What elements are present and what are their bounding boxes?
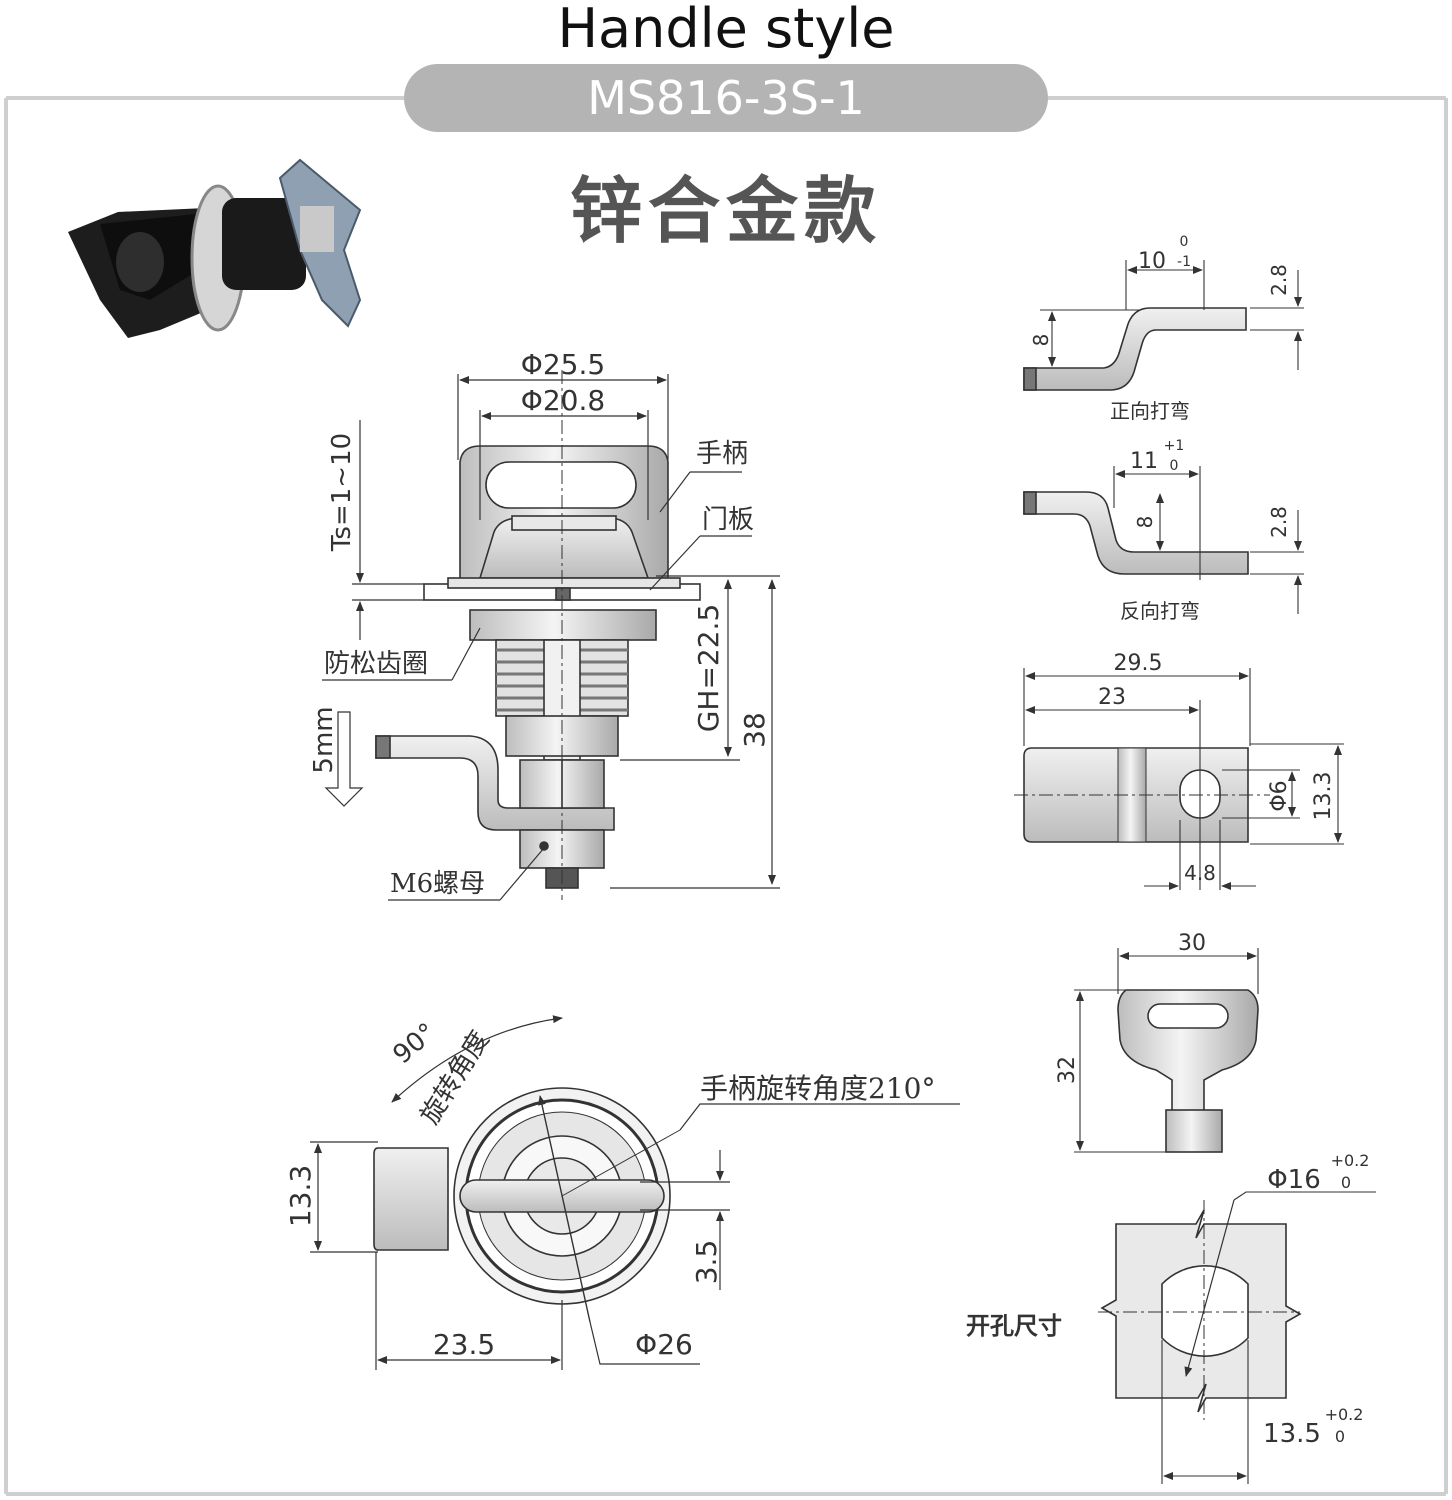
label-handle: 手柄 — [696, 439, 748, 469]
cutout-dia-tol-upper: +0.2 — [1331, 1151, 1370, 1170]
cutout-label: 开孔尺寸 — [966, 1312, 1062, 1340]
cam-plan-to-hole: 23 — [1098, 685, 1126, 710]
cam-plan-dimensions — [1023, 668, 1344, 890]
dim-dia-outer: Φ25.5 — [521, 348, 605, 381]
dim-travel: 5mm — [309, 706, 339, 773]
dim-gh: GH=22.5 — [692, 604, 725, 733]
key-dimensions — [1074, 948, 1259, 1153]
cam-fwd-thickness: 2.8 — [1267, 264, 1291, 296]
cam-fwd-length: 10 — [1138, 249, 1166, 274]
cam-reverse-dimensions — [1113, 466, 1304, 614]
cam-rev-tol-lower: 0 — [1170, 458, 1179, 474]
dim-front-width: 23.5 — [433, 1328, 495, 1361]
main-side-view — [375, 370, 701, 900]
dim-ts: Ts=1~10 — [327, 433, 357, 552]
cam-rev-height: 8 — [1133, 516, 1157, 529]
label-door: 门板 — [702, 505, 754, 535]
model-badge — [404, 64, 1048, 132]
cutout-dimensions — [1161, 1191, 1376, 1484]
page-title: Handle style — [557, 0, 895, 60]
label-washer: 防松齿圈 — [324, 649, 428, 679]
cam-plan-total: 29.5 — [1114, 651, 1163, 676]
cam-fwd-tol-lower: -1 — [1177, 254, 1191, 270]
cutout-view — [1098, 1199, 1302, 1420]
cam-plan-view — [1014, 747, 1270, 843]
cam-forward-bend — [1023, 307, 1247, 391]
cam-plan-width: 13.3 — [1311, 772, 1336, 821]
cam-fwd-caption: 正向打弯 — [1110, 399, 1190, 423]
main-view-labels: Φ25.5 Φ20.8 Ts=1~10 GH=22.5 38 5mm 手柄 门板… — [309, 348, 771, 899]
cam-plan-hole-dia: Φ6 — [1267, 780, 1292, 811]
model-number: MS816-3S-1 — [587, 71, 865, 125]
cam-rev-thickness: 2.8 — [1267, 506, 1291, 538]
dim-dia-inner: Φ20.8 — [521, 384, 605, 417]
dim-front-height: 13.3 — [284, 1165, 317, 1227]
cam-reverse-bend — [1023, 491, 1249, 575]
dim-angle: 90° — [388, 1018, 443, 1071]
cam-forward-labels: 10 0 -1 2.8 8 正向打弯 — [1029, 234, 1291, 423]
dim-total-height: 38 — [738, 712, 771, 748]
cutout-labels: 开孔尺寸 Φ16 +0.2 0 13.5 +0.2 0 — [966, 1151, 1369, 1449]
cam-fwd-height: 8 — [1029, 334, 1053, 347]
label-handle-rotation: 手柄旋转角度210° — [700, 1072, 935, 1105]
cutout-flat-tol-upper: +0.2 — [1325, 1405, 1364, 1424]
dim-front-offset: 3.5 — [690, 1240, 723, 1285]
front-view — [373, 1087, 681, 1323]
cutout-flat: 13.5 — [1263, 1419, 1321, 1449]
cam-rev-length: 11 — [1130, 449, 1158, 474]
cam-fwd-tol-upper: 0 — [1180, 234, 1189, 250]
label-nut: M6螺母 — [390, 869, 485, 899]
product-photo — [68, 158, 362, 338]
key-width: 30 — [1178, 931, 1206, 956]
front-view-dimensions — [310, 1015, 960, 1370]
cam-plan-slot: 4.8 — [1184, 861, 1216, 885]
cutout-dia: Φ16 — [1267, 1165, 1321, 1195]
material-subtitle: 锌合金款 — [569, 169, 882, 253]
dim-front-dia: Φ26 — [635, 1328, 693, 1361]
cam-forward-dimensions — [1040, 260, 1304, 370]
cutout-flat-tol-lower: 0 — [1335, 1427, 1345, 1446]
main-view-dimensions — [322, 374, 780, 901]
cam-rev-tol-upper: +1 — [1164, 438, 1185, 454]
cam-rev-caption: 反向打弯 — [1120, 599, 1200, 623]
cam-plan-labels: 29.5 23 Φ6 13.3 4.8 — [1098, 651, 1336, 885]
cam-reverse-labels: 11 +1 0 2.8 8 反向打弯 — [1120, 438, 1291, 623]
key-height: 32 — [1055, 1056, 1080, 1084]
frame — [4, 96, 1448, 1496]
key-labels: 30 32 — [1055, 931, 1206, 1084]
key-view — [1117, 989, 1259, 1153]
cutout-dia-tol-lower: 0 — [1341, 1173, 1351, 1192]
